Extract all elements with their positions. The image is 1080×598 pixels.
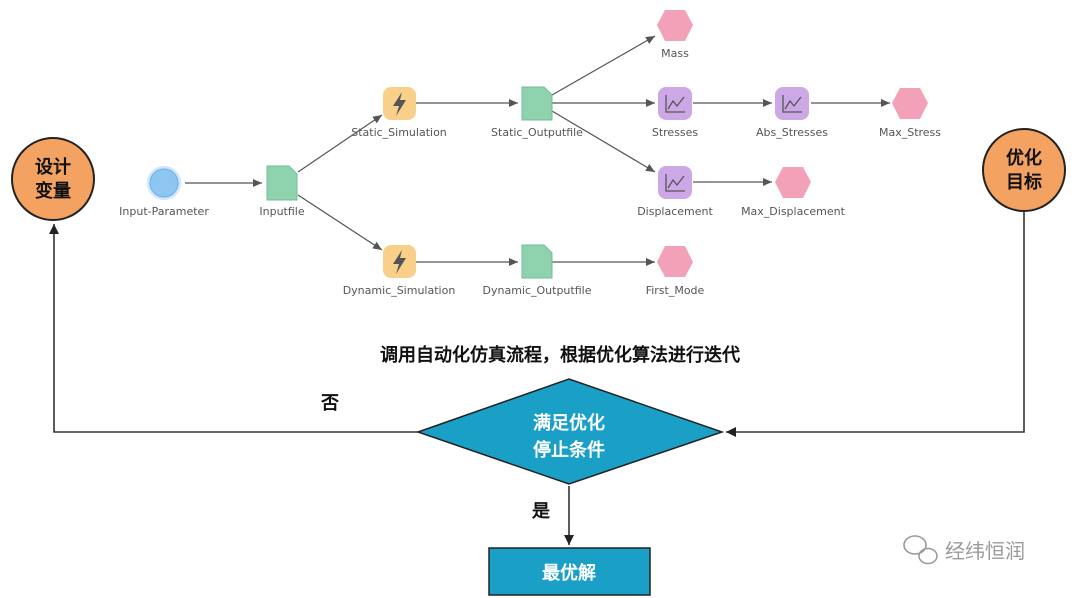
edge-output-to-mass xyxy=(551,35,656,96)
chart-icon xyxy=(782,95,802,113)
chart-icon-line xyxy=(667,175,685,189)
objective-line2: 目标 xyxy=(1006,171,1042,193)
node-input-parameter[interactable]: Input-Parameter xyxy=(119,166,209,218)
edge-decision-no-to-design xyxy=(49,224,418,433)
node-label-max-displacement: Max_Displacement xyxy=(741,205,846,218)
hexagon-icon xyxy=(657,10,693,41)
edge-inputfile-to-dynamic xyxy=(297,194,383,251)
node-max-stress[interactable]: Max_Stress xyxy=(879,88,941,139)
watermark: 经纬恒润 xyxy=(903,535,1025,565)
node-label-mass: Mass xyxy=(661,47,689,60)
node-static-simulation[interactable]: Static_Simulation xyxy=(351,87,447,139)
parameter-icon xyxy=(149,168,179,198)
hexagon-icon xyxy=(775,167,811,198)
chart-icon xyxy=(665,174,685,192)
node-label-input-parameter: Input-Parameter xyxy=(119,205,209,218)
edge-output-to-displacement xyxy=(551,110,656,173)
node-label-dynamic-outputfile: Dynamic_Outputfile xyxy=(483,284,592,297)
node-label-abs-stresses: Abs_Stresses xyxy=(756,126,828,139)
node-first-mode[interactable]: First_Mode xyxy=(646,246,705,297)
node-abs-stresses[interactable]: Abs_Stresses xyxy=(756,87,828,139)
decision-line2: 停止条件 xyxy=(533,439,605,461)
design-variables-circle xyxy=(11,137,95,221)
chart-icon-line xyxy=(784,96,802,110)
node-label-first-mode: First_Mode xyxy=(646,284,705,297)
node-displacement[interactable]: Displacement xyxy=(637,166,713,218)
yes-label: 是 xyxy=(531,501,550,522)
design-variables-line2: 变量 xyxy=(35,180,71,202)
hexagon-icon xyxy=(657,246,693,277)
node-label-dynamic-simulation: Dynamic_Simulation xyxy=(343,284,456,297)
decision-diamond xyxy=(415,378,725,485)
node-dynamic-outputfile[interactable]: Dynamic_Outputfile xyxy=(483,244,592,297)
wechat-icon xyxy=(903,535,938,565)
node-dynamic-simulation[interactable]: Dynamic_Simulation xyxy=(343,245,456,297)
lightning-icon xyxy=(393,92,406,116)
node-static-outputfile[interactable]: Static_Outputfile xyxy=(491,86,583,139)
node-max-displacement[interactable]: Max_Displacement xyxy=(741,167,846,218)
chart-icon xyxy=(665,95,685,113)
watermark-text: 经纬恒润 xyxy=(945,539,1025,563)
node-label-inputfile: Inputfile xyxy=(259,205,304,218)
decision-node: 满足优化 停止条件 xyxy=(415,378,725,485)
node-label-static-outputfile: Static_Outputfile xyxy=(491,126,583,139)
file-icon xyxy=(266,165,298,201)
node-inputfile[interactable]: Inputfile xyxy=(259,165,305,218)
objective-node: 优化 目标 xyxy=(982,128,1066,212)
no-label: 否 xyxy=(320,393,339,414)
node-label-max-stress: Max_Stress xyxy=(879,126,941,139)
workflow-edges xyxy=(185,35,890,266)
objective-line1: 优化 xyxy=(1006,147,1042,169)
result-node: 最优解 xyxy=(488,547,651,596)
node-mass[interactable]: Mass xyxy=(657,10,693,60)
decision-line1: 满足优化 xyxy=(533,412,605,434)
node-stresses[interactable]: Stresses xyxy=(652,87,699,139)
file-icon xyxy=(521,86,553,121)
hexagon-icon xyxy=(892,88,928,119)
node-label-displacement: Displacement xyxy=(637,205,713,218)
result-box xyxy=(488,547,651,596)
chart-icon-line xyxy=(667,96,685,110)
node-label-stresses: Stresses xyxy=(652,126,699,139)
loop-caption: 调用自动化仿真流程，根据优化算法进行迭代 xyxy=(380,344,740,366)
edge-inputfile-to-static xyxy=(297,114,383,173)
file-icon xyxy=(521,244,553,279)
objective-circle xyxy=(982,128,1066,212)
design-variables-line1: 设计 xyxy=(35,156,71,178)
edge-objective-to-decision xyxy=(726,211,1025,437)
result-label: 最优解 xyxy=(542,562,596,584)
design-variables-node: 设计 变量 xyxy=(11,137,95,221)
node-label-static-simulation: Static_Simulation xyxy=(351,126,447,139)
lightning-icon xyxy=(393,250,406,274)
